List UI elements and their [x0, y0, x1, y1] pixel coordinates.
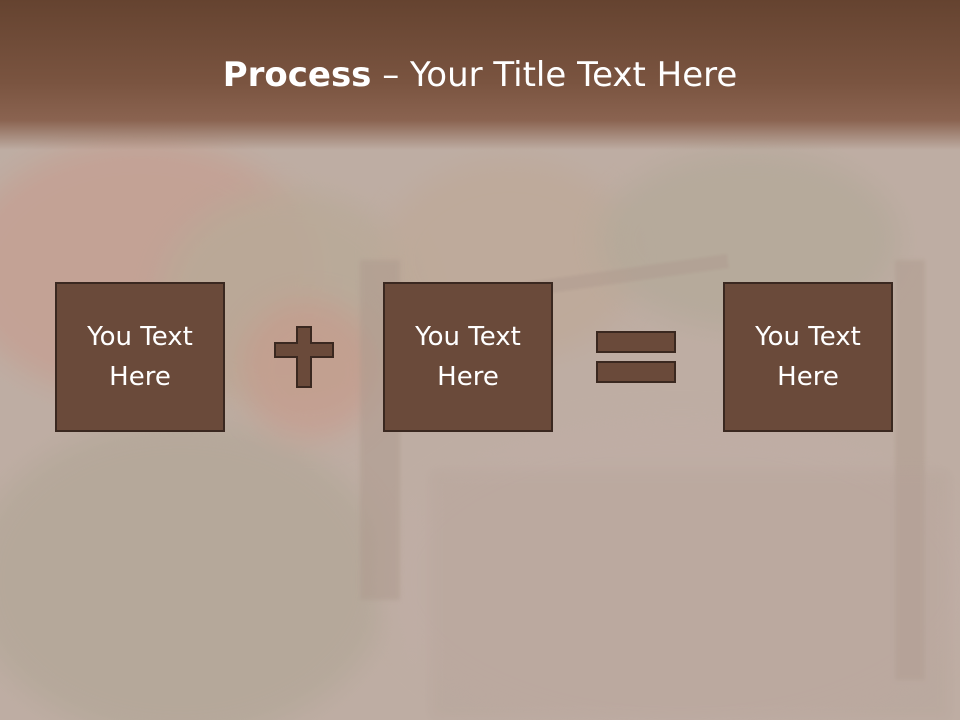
title-rest: – Your Title Text Here	[371, 55, 738, 95]
process-box-1: You Text Here	[55, 282, 225, 432]
title-bold: Process	[222, 55, 372, 95]
process-box-2: You Text Here	[383, 282, 553, 432]
process-box-3: You Text Here	[723, 282, 893, 432]
title-bar: Process – Your Title Text Here	[0, 0, 960, 150]
slide-title: Process – Your Title Text Here	[0, 52, 960, 98]
